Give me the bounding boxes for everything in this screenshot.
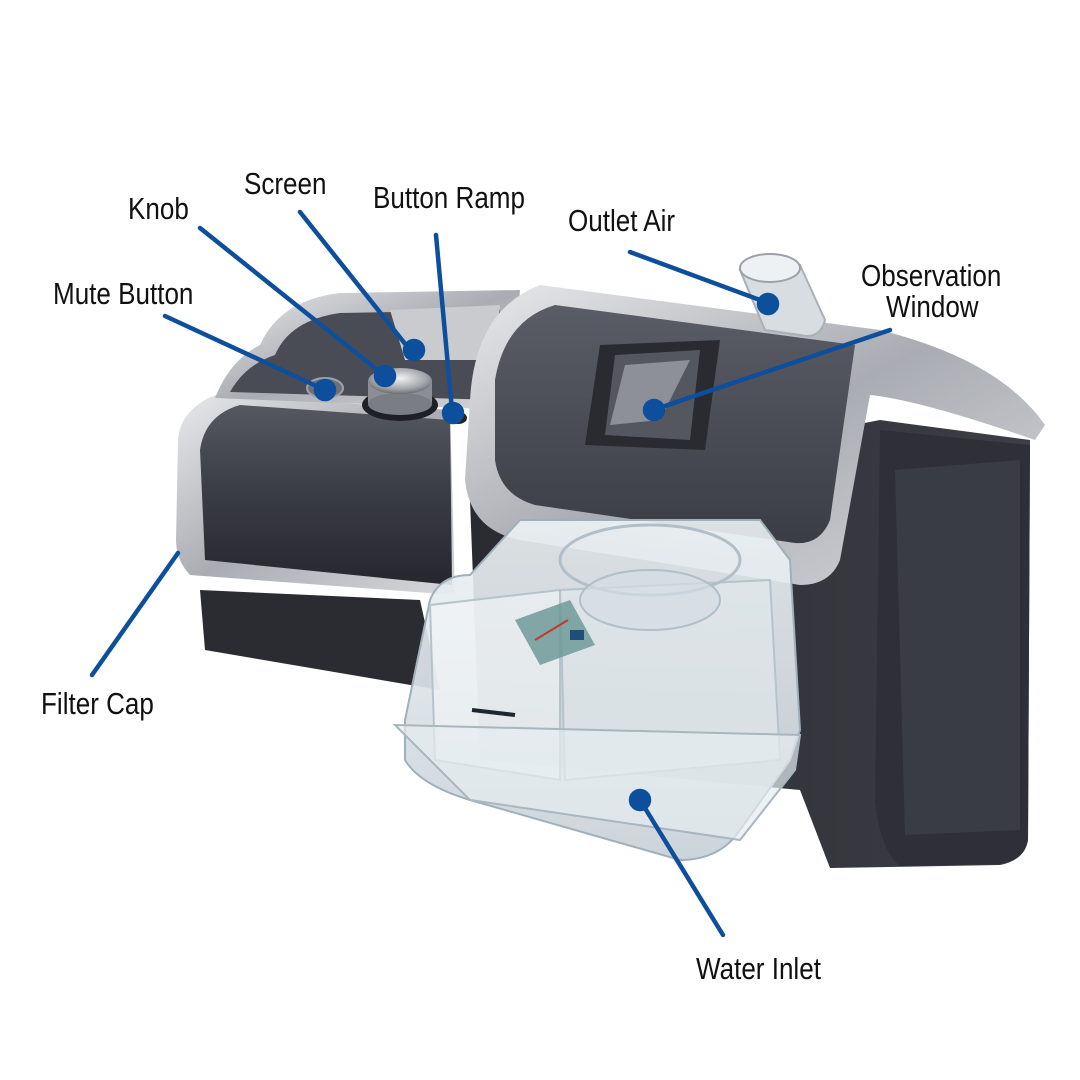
water-chamber [392, 519, 802, 862]
outlet-air-tube [738, 253, 827, 337]
label-mute-button: Mute Button [53, 276, 194, 311]
leader-water-inlet [637, 797, 726, 938]
leader-screen [297, 209, 413, 353]
leader-knob [197, 225, 388, 379]
leader-outlet-air [627, 249, 771, 306]
leader-filter-cap [89, 550, 181, 678]
label-observation-window-line2: Window [886, 289, 979, 324]
dot-outlet-air [756, 292, 780, 316]
leader-observation-window [653, 327, 893, 412]
dot-knob [373, 364, 397, 388]
label-water-inlet: Water Inlet [696, 951, 821, 986]
dot-mute-button [313, 378, 337, 402]
label-screen: Screen [244, 166, 327, 201]
leader-lines [89, 209, 893, 938]
label-observation-window-line1: Observation [861, 258, 1002, 293]
label-knob: Knob [128, 191, 189, 226]
label-button-ramp: Button Ramp [373, 180, 525, 215]
label-outlet-air: Outlet Air [568, 203, 676, 238]
dot-button-ramp [441, 401, 465, 425]
label-filter-cap: Filter Cap [41, 686, 154, 721]
leader-mute-button [162, 313, 328, 393]
dot-screen [402, 338, 426, 362]
dot-observation-window [642, 398, 666, 422]
leader-button-ramp [433, 232, 455, 413]
dot-water-inlet [628, 788, 652, 812]
